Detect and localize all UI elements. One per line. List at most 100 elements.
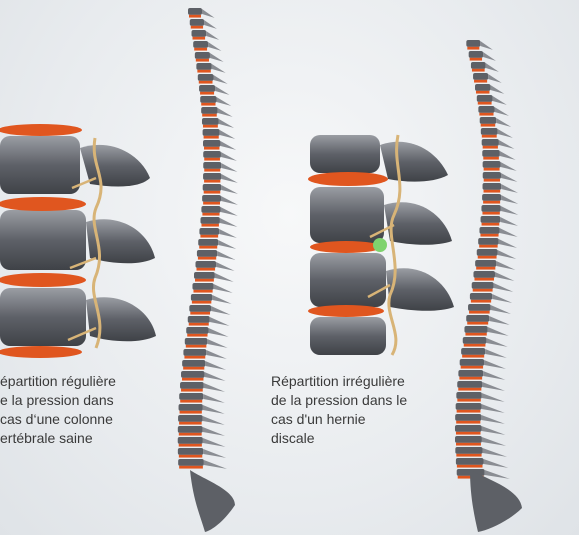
disc (473, 289, 493, 292)
disc (182, 378, 203, 381)
disc (200, 235, 218, 238)
vertebra (483, 172, 501, 179)
spinous-process (213, 75, 227, 84)
caption-healthy: épartition régulière e la pression dans … (0, 372, 116, 448)
vertebra (473, 73, 488, 80)
vertebra (192, 30, 207, 37)
disc (196, 268, 215, 271)
spinous-process (214, 284, 233, 293)
vertebra (199, 85, 215, 92)
spinous-process (203, 394, 225, 403)
spinous-process (210, 317, 230, 326)
vertebra (198, 239, 218, 246)
disc (179, 466, 203, 469)
disc (180, 400, 202, 403)
disc (199, 81, 213, 84)
disc (187, 334, 207, 337)
spinous-process (221, 152, 237, 161)
spinous-process (208, 42, 221, 51)
vertebra (456, 403, 482, 410)
vertebra (477, 249, 498, 256)
spinous-process (495, 272, 514, 281)
disc (179, 422, 202, 425)
spinous-process (220, 130, 235, 139)
spinous-process (205, 361, 226, 370)
spine-right-illustration (440, 30, 579, 535)
vertebra (469, 51, 483, 58)
spinous-process (496, 261, 515, 270)
disc (467, 47, 479, 50)
caption-healthy-line-4: ertébrale saine (0, 429, 116, 448)
vertebra (482, 194, 501, 201)
vertebra (457, 381, 482, 388)
vertebra (475, 84, 490, 91)
vertebra (183, 349, 206, 356)
disc (204, 169, 220, 172)
vertebra (456, 392, 481, 399)
vertebra (193, 41, 208, 48)
spinous-process (482, 426, 506, 435)
disc (484, 168, 500, 171)
spinous-process (482, 382, 505, 391)
spinous-process (204, 20, 217, 29)
disc (197, 70, 210, 73)
spinous-process (481, 415, 505, 424)
vertebra (201, 107, 218, 114)
vertebra (477, 95, 493, 102)
disc (184, 356, 205, 359)
vertebra (200, 96, 216, 103)
vertebra (473, 271, 495, 278)
disc (201, 103, 215, 106)
disc (480, 234, 498, 237)
spinous-process (218, 240, 236, 249)
vertebra (202, 118, 219, 125)
vertebra (203, 184, 222, 191)
disc (204, 191, 221, 194)
vertebra (478, 106, 494, 113)
spinous-process (221, 207, 238, 216)
disc (192, 301, 211, 304)
disc (202, 213, 219, 216)
disc (191, 26, 203, 29)
vertebra (461, 348, 485, 355)
spinous-process (221, 196, 238, 205)
vertebra (203, 173, 221, 180)
spinous-process (480, 41, 493, 50)
disc (484, 190, 501, 193)
disc (456, 454, 481, 457)
spinous-process (219, 229, 237, 238)
hernia-vertebrae-closeup (308, 125, 458, 357)
disc (189, 15, 201, 18)
vertebra (179, 393, 203, 400)
spinous-process (489, 316, 510, 325)
caption-healthy-line-2: e la pression dans (0, 391, 116, 410)
vertebra (466, 40, 480, 47)
spinous-process (499, 140, 515, 149)
disc (183, 367, 204, 370)
spinous-process (216, 97, 231, 106)
vertebra (481, 205, 500, 212)
disc (190, 312, 210, 315)
spinous-process (490, 85, 504, 94)
disc (204, 180, 220, 183)
caption-hernia-line-3: cas d'un hernie (271, 410, 407, 429)
disc (179, 455, 202, 458)
disc (193, 290, 212, 293)
vertebra (180, 382, 204, 389)
vertebra (460, 359, 484, 366)
vertebra (456, 458, 484, 465)
vertebra (475, 260, 496, 267)
spinous-process (481, 404, 504, 413)
caption-hernia-line-1: Répartition irrégulière (271, 372, 407, 391)
disc (483, 157, 499, 160)
vertebra (191, 294, 212, 301)
disc (458, 388, 481, 391)
spinous-process (501, 195, 518, 204)
vertebra (458, 370, 483, 377)
disc (462, 355, 484, 358)
disc (204, 136, 219, 139)
vertebra (185, 338, 208, 345)
disc (457, 410, 481, 413)
disc (189, 323, 209, 326)
spinous-process (212, 295, 231, 304)
